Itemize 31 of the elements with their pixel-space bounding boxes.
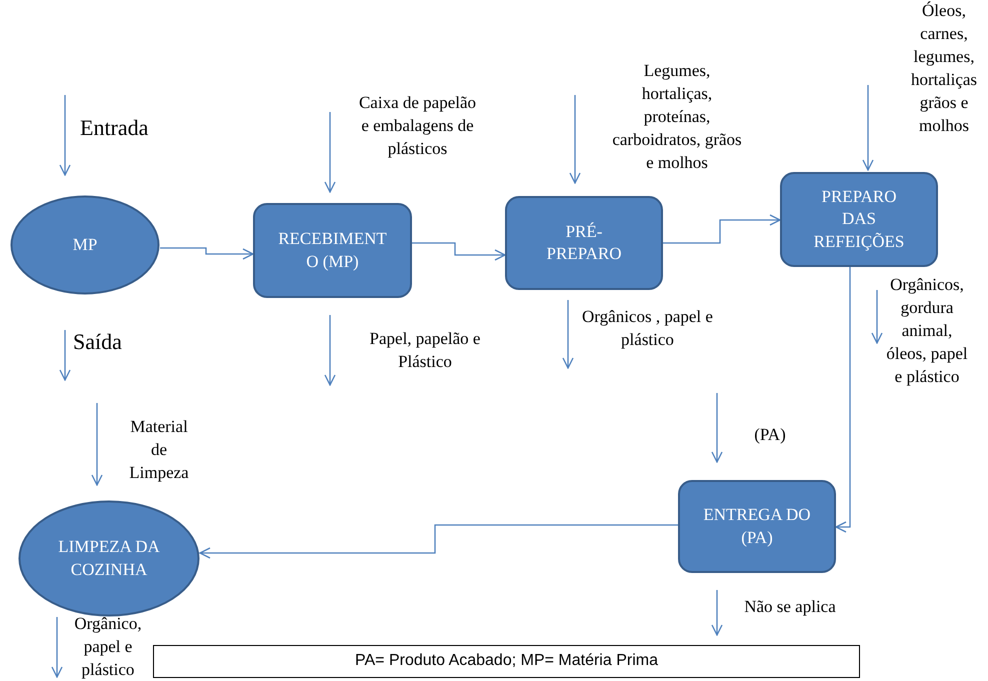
flow-label: Não se aplica <box>743 596 837 618</box>
process-box <box>780 172 938 267</box>
flow-label: (PA) <box>753 424 787 446</box>
process-box <box>678 480 836 573</box>
process-box <box>505 196 663 290</box>
node-label: MP <box>72 234 98 256</box>
flow-label: Óleos, carnes, legumes, hortaliças grãos e molhos <box>910 0 978 137</box>
node-label: ENTREGA DO (PA) <box>702 504 812 548</box>
flow-label: Orgânico, papel e plástico <box>73 613 143 681</box>
arrow <box>412 242 506 261</box>
flow-label: Orgânicos, gordura animal, óleos, papel e plástico <box>885 274 969 388</box>
flow-label: Papel, papelão e Plástico <box>368 328 482 373</box>
arrow <box>199 524 678 559</box>
node-label: PRÉ-PREPARO <box>546 220 622 265</box>
arrow <box>663 214 781 244</box>
note-box <box>153 645 860 678</box>
flow-label: Saída <box>73 328 123 356</box>
flow-label: Caixa de papelão e embalagens de plásticos <box>358 92 478 160</box>
process-ellipse <box>18 500 200 617</box>
flow-label: Material de Limpeza <box>128 416 190 484</box>
flow-label: Orgânicos , papel e plástico <box>581 306 714 351</box>
arrow <box>160 247 254 260</box>
node-label: RECEBIMENTO (MP) <box>277 228 388 272</box>
flow-label: Entrada <box>80 114 150 142</box>
node-label: PREPARO DAS REFEIÇÕES <box>812 186 906 253</box>
node-label: LIMPEZA DA COZINHA <box>57 536 161 580</box>
flow-label: Legumes, hortaliças, proteínas, carboidratos, grãos e molhos <box>612 60 742 174</box>
process-box <box>253 203 412 298</box>
process-ellipse <box>10 195 160 295</box>
arrow <box>835 267 851 533</box>
node-label: PA= Produto Acabado; MP= Matéria Prima <box>355 651 658 672</box>
